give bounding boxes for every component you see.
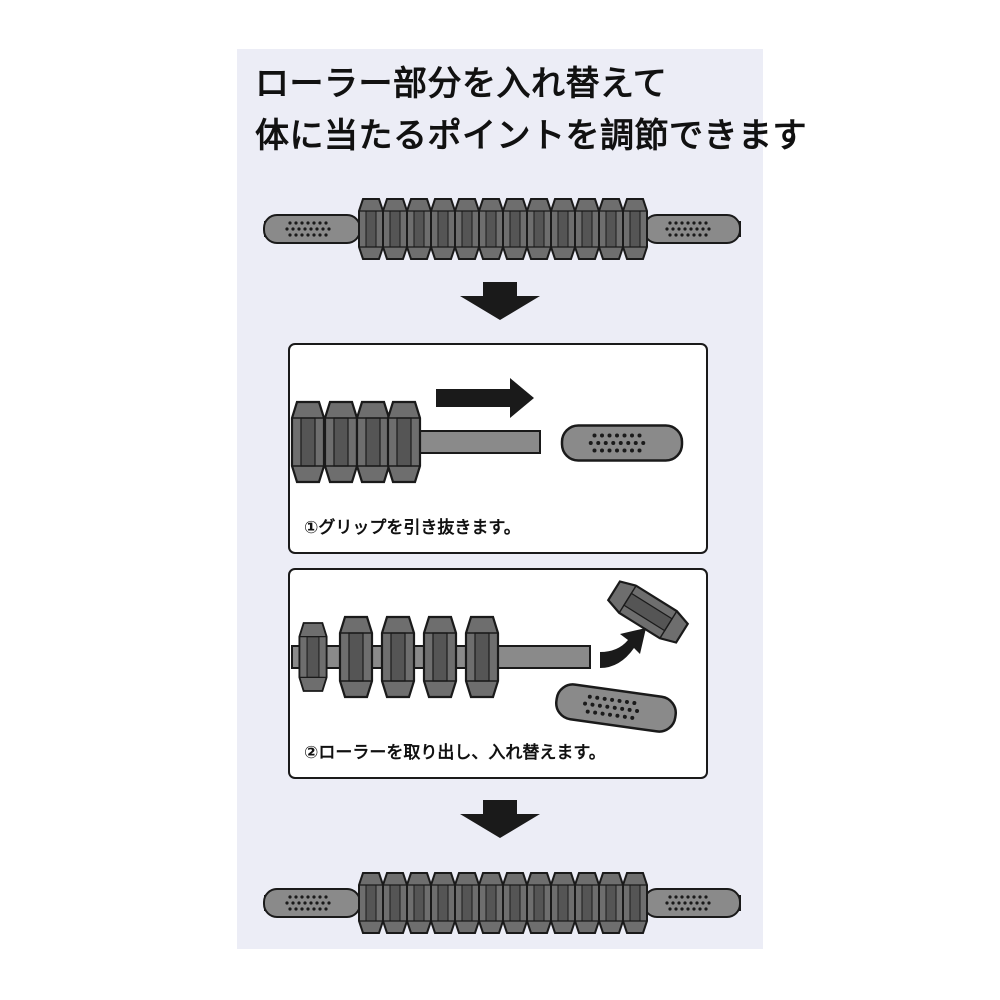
down-arrow-icon: [460, 282, 540, 320]
massage-stick-before: [263, 198, 741, 260]
step-1-illustration: [290, 378, 684, 484]
curved-arrow-icon: [600, 628, 646, 668]
step-2-caption: ②ローラーを取り出し、入れ替えます。: [304, 743, 606, 763]
headline-line-1: ローラー部分を入れ替えて: [255, 64, 668, 104]
right-arrow-icon: [436, 378, 534, 418]
massage-stick-after: [263, 872, 741, 934]
down-arrow-icon: [460, 800, 540, 838]
headline-line-2: 体に当たるポイントを調節できます: [255, 116, 807, 156]
step-1-caption: ①グリップを引き抜きます。: [304, 518, 521, 538]
step-2-illustration: [291, 576, 692, 735]
